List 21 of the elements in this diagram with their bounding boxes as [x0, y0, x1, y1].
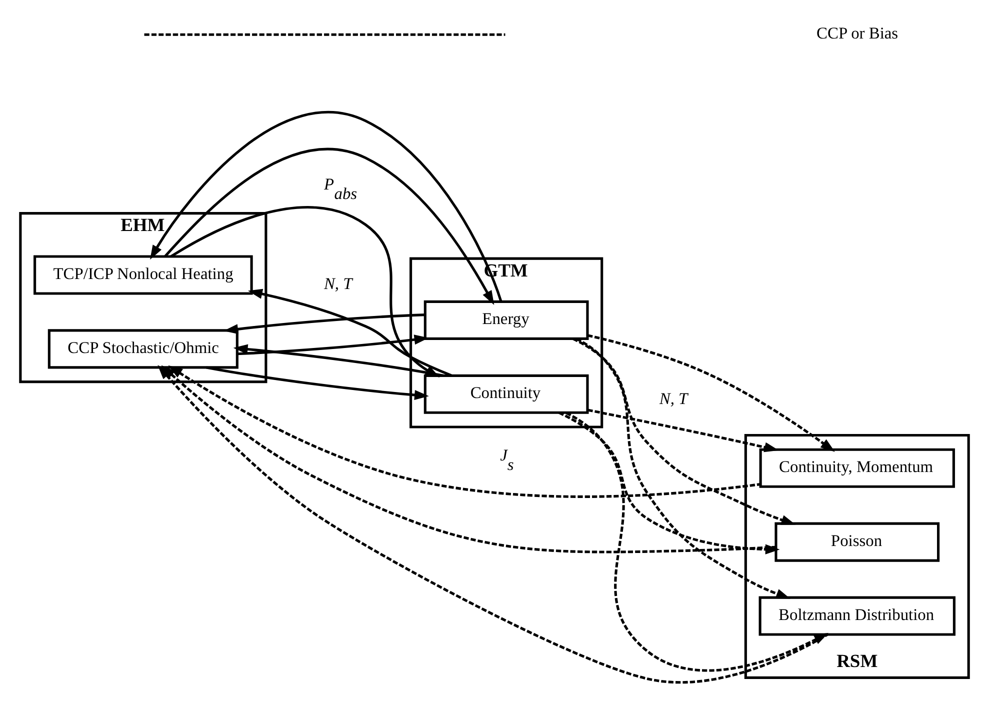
arrow [164, 148, 494, 306]
node-box: Boltzmann Distribution [758, 596, 956, 636]
arrow [237, 334, 429, 356]
arrow [224, 314, 425, 334]
arrow [558, 411, 780, 554]
node-box: Energy [424, 300, 589, 340]
node-box: Continuity, Momentum [759, 448, 955, 488]
arrow [206, 366, 429, 400]
edge-label: N, T [324, 274, 352, 294]
node-box: Poisson [774, 522, 940, 562]
arrow [566, 412, 828, 672]
arrow [572, 338, 796, 525]
legend-label: CCP or Bias [816, 24, 898, 43]
node-box: TCP/ICP Nonlocal Heating [34, 255, 253, 295]
arrow [587, 334, 835, 452]
arrow [588, 408, 779, 452]
arrow [150, 111, 502, 302]
edge-label: N, T [659, 389, 688, 408]
arrow [576, 338, 790, 599]
node-box: Continuity [424, 374, 589, 414]
node-box: CCP Stochastic/Ohmic [48, 329, 238, 369]
